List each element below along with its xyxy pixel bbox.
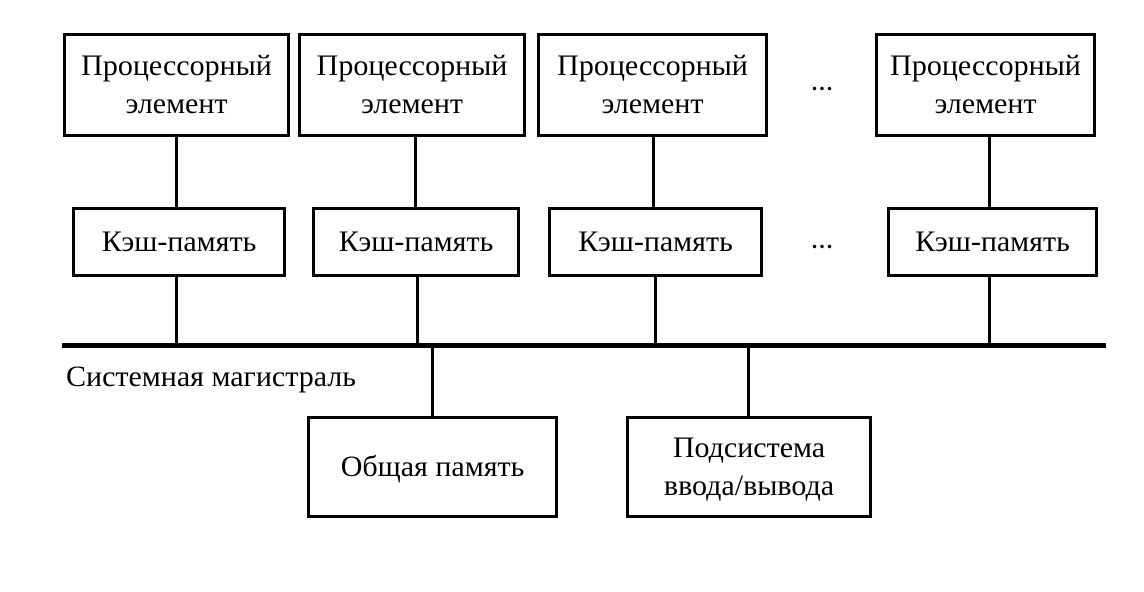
cache-memory-box-4: Кэш-память: [887, 207, 1098, 277]
connector-cache2-bus: [416, 275, 419, 345]
processor-element-box-4: Процессорный элемент: [875, 33, 1096, 137]
connector-bus-io-subsystem: [747, 346, 750, 418]
connector-pe1-cache1: [175, 135, 178, 209]
system-bus-line: [62, 343, 1106, 348]
processor-element-box-2: Процессорный элемент: [298, 33, 526, 137]
connector-pe3-cache3: [652, 135, 655, 209]
connector-bus-shared-memory: [431, 346, 434, 418]
connector-cache4-bus: [988, 275, 991, 345]
connector-pe2-cache2: [414, 135, 417, 209]
processor-element-box-1: Процессорный элемент: [63, 33, 290, 137]
connector-pe4-cache4: [988, 135, 991, 209]
system-bus-label: Системная магистраль: [66, 360, 356, 393]
ellipsis-caches: ...: [810, 222, 834, 255]
shared-memory-box: Общая память: [307, 416, 558, 518]
cache-memory-box-3: Кэш-память: [548, 207, 763, 277]
connector-cache3-bus: [654, 275, 657, 345]
processor-element-box-3: Процессорный элемент: [537, 33, 768, 137]
cache-memory-box-2: Кэш-память: [312, 207, 520, 277]
connector-cache1-bus: [175, 275, 178, 345]
io-subsystem-box: Подсистема ввода/вывода: [626, 416, 872, 518]
cache-memory-box-1: Кэш-память: [72, 207, 286, 277]
ellipsis-processors: ...: [810, 64, 834, 97]
